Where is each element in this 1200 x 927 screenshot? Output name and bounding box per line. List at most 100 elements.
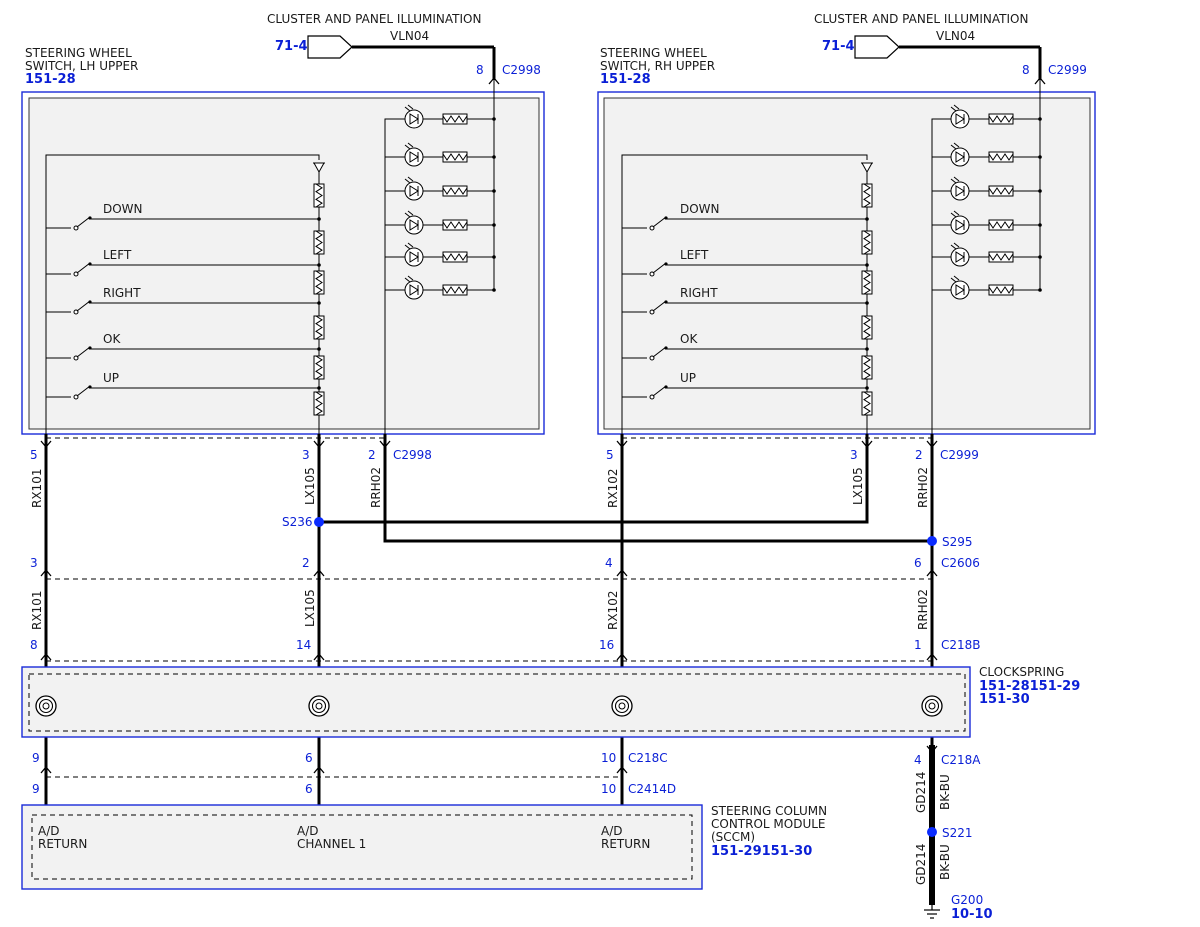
sccm-pin3-line2: RETURN xyxy=(601,837,650,851)
splice-s295-dot[interactable] xyxy=(927,536,937,546)
wire-rrh02-rh: RRH02 xyxy=(916,467,930,508)
c2414d-conn-name: C2414D xyxy=(628,782,676,796)
rh-switch-ref[interactable]: 151-28 xyxy=(600,72,651,87)
resistor-icon xyxy=(313,183,325,208)
clockspring-coil-icon xyxy=(308,695,330,717)
ref-71-right[interactable]: 71-4 xyxy=(822,39,855,54)
wire-rx102-mid: RX102 xyxy=(606,591,620,630)
clockspring-coil-icon xyxy=(611,695,633,717)
resistor-icon xyxy=(313,355,325,380)
c2414d-pin2: 6 xyxy=(305,782,313,796)
conn-c2999-top: C2999 xyxy=(1048,63,1087,77)
wire-rx101-upper: RX101 xyxy=(30,469,44,508)
resistor-icon xyxy=(861,183,873,208)
c2606-pin3: 4 xyxy=(605,556,613,570)
c2414d-pin1: 9 xyxy=(32,782,40,796)
pin-8-left: 8 xyxy=(476,63,484,77)
wire-label-vln04-right: VLN04 xyxy=(936,29,975,43)
connector-chevrons xyxy=(40,76,1046,774)
rh-label-up: UP xyxy=(680,371,696,385)
connector-chevron xyxy=(616,440,628,449)
lh-switch-ref[interactable]: 151-28 xyxy=(25,72,76,87)
clockspring-ref-2[interactable]: 151-30 xyxy=(979,692,1030,707)
lh-label-ok: OK xyxy=(103,332,121,346)
resistor-icon xyxy=(313,315,325,340)
connector-chevron xyxy=(926,568,938,577)
c2606-conn-name: C2606 xyxy=(941,556,980,570)
sccm-pin2-line1: A/D xyxy=(297,824,319,838)
resistor-icon xyxy=(861,355,873,380)
clockspring-component: CLOCKSPRING 151-28151-29 151-30 xyxy=(21,665,1080,738)
cluster-title-left: CLUSTER AND PANEL ILLUMINATION xyxy=(267,12,481,26)
c218a-pin: 4 xyxy=(914,753,922,767)
c2998-pin-rrh: 2 xyxy=(368,448,376,462)
sccm-pin1-line1: A/D xyxy=(38,824,60,838)
rh-switch-labels: DOWN LEFT RIGHT OK UP xyxy=(680,202,720,385)
conn-c2998-top: C2998 xyxy=(502,63,541,77)
led-icon xyxy=(950,181,970,201)
c218b-conn-name: C218B xyxy=(941,638,981,652)
lh-label-up: UP xyxy=(103,371,119,385)
splice-s236-dot[interactable] xyxy=(314,517,324,527)
connector-chevron xyxy=(313,652,325,661)
clockspring-coils xyxy=(35,695,943,717)
connector-chevron xyxy=(313,765,325,774)
c2999-pin-rrh: 2 xyxy=(915,448,923,462)
connector-chevron xyxy=(616,765,628,774)
clockspring-name: CLOCKSPRING xyxy=(979,665,1064,679)
c218c-labels: 9 6 10 C218C 4 C218A xyxy=(32,751,981,767)
rh-label-down: DOWN xyxy=(680,202,720,216)
lh-label-right: RIGHT xyxy=(103,286,141,300)
resistor-icon xyxy=(861,270,873,295)
led-icon xyxy=(950,215,970,235)
c2998-pin-rx: 5 xyxy=(30,448,38,462)
c218b-pin4: 1 xyxy=(914,638,922,652)
c2999-pin-rx: 5 xyxy=(606,448,614,462)
rh-switch-name-2: SWITCH, RH UPPER xyxy=(600,59,715,73)
wire-lx105-upper: LX105 xyxy=(303,467,317,505)
led-icon xyxy=(404,109,424,129)
clockspring-coil-icon xyxy=(921,695,943,717)
connector-arrow-right xyxy=(854,35,900,59)
ref-71-left[interactable]: 71-4 xyxy=(275,39,308,54)
pin-8-right: 8 xyxy=(1022,63,1030,77)
lh-switch-name-2: SWITCH, LH UPPER xyxy=(25,59,138,73)
wire-lx105-mid: LX105 xyxy=(303,589,317,627)
led-icon xyxy=(950,280,970,300)
c218b-pin2: 14 xyxy=(296,638,311,652)
connector-chevron xyxy=(1034,76,1046,85)
resistor-icon xyxy=(313,391,325,416)
wire-gd214-lower: GD214 xyxy=(914,844,928,885)
rh-switch-name-1: STEERING WHEEL xyxy=(600,46,707,60)
connector-chevron xyxy=(379,440,391,449)
splice-s221-dot[interactable] xyxy=(927,827,937,837)
lh-switch-name-1: STEERING WHEEL xyxy=(25,46,132,60)
connector-chevron xyxy=(861,440,873,449)
ground-ref[interactable]: 10-10 xyxy=(951,907,993,922)
connector-chevron xyxy=(926,652,938,661)
c2998-pin-lx: 3 xyxy=(302,448,310,462)
clockspring-ref-1[interactable]: 151-28151-29 xyxy=(979,679,1080,694)
c218c-pin1: 9 xyxy=(32,751,40,765)
cluster-title-right: CLUSTER AND PANEL ILLUMINATION xyxy=(814,12,1028,26)
c2998-labels: 5 3 2 C2998 xyxy=(30,448,432,462)
wire-rrh02-mid: RRH02 xyxy=(916,589,930,630)
c218c-pin3: 10 xyxy=(601,751,616,765)
rh-label-left: LEFT xyxy=(680,248,709,262)
led-icon xyxy=(950,109,970,129)
resistor-icon xyxy=(861,315,873,340)
c2414d-labels: 9 6 10 C2414D xyxy=(32,782,676,796)
connector-arrow-left xyxy=(307,35,353,59)
resistor-icon xyxy=(313,270,325,295)
connector-chevron xyxy=(488,76,500,85)
c2999-pin-lx: 3 xyxy=(850,448,858,462)
sccm-ref[interactable]: 151-29151-30 xyxy=(711,844,812,859)
cluster-feed-right: CLUSTER AND PANEL ILLUMINATION 71-4 VLN0… xyxy=(814,12,1087,80)
lh-label-left: LEFT xyxy=(103,248,132,262)
ground-branch: GD214 BK-BU S221 GD214 BK-BU G200 10-10 xyxy=(914,772,993,922)
c2999-labels: 5 3 2 C2999 xyxy=(606,448,979,462)
connector-chevron xyxy=(926,745,938,754)
connector-chevron xyxy=(40,652,52,661)
led-icon xyxy=(404,280,424,300)
